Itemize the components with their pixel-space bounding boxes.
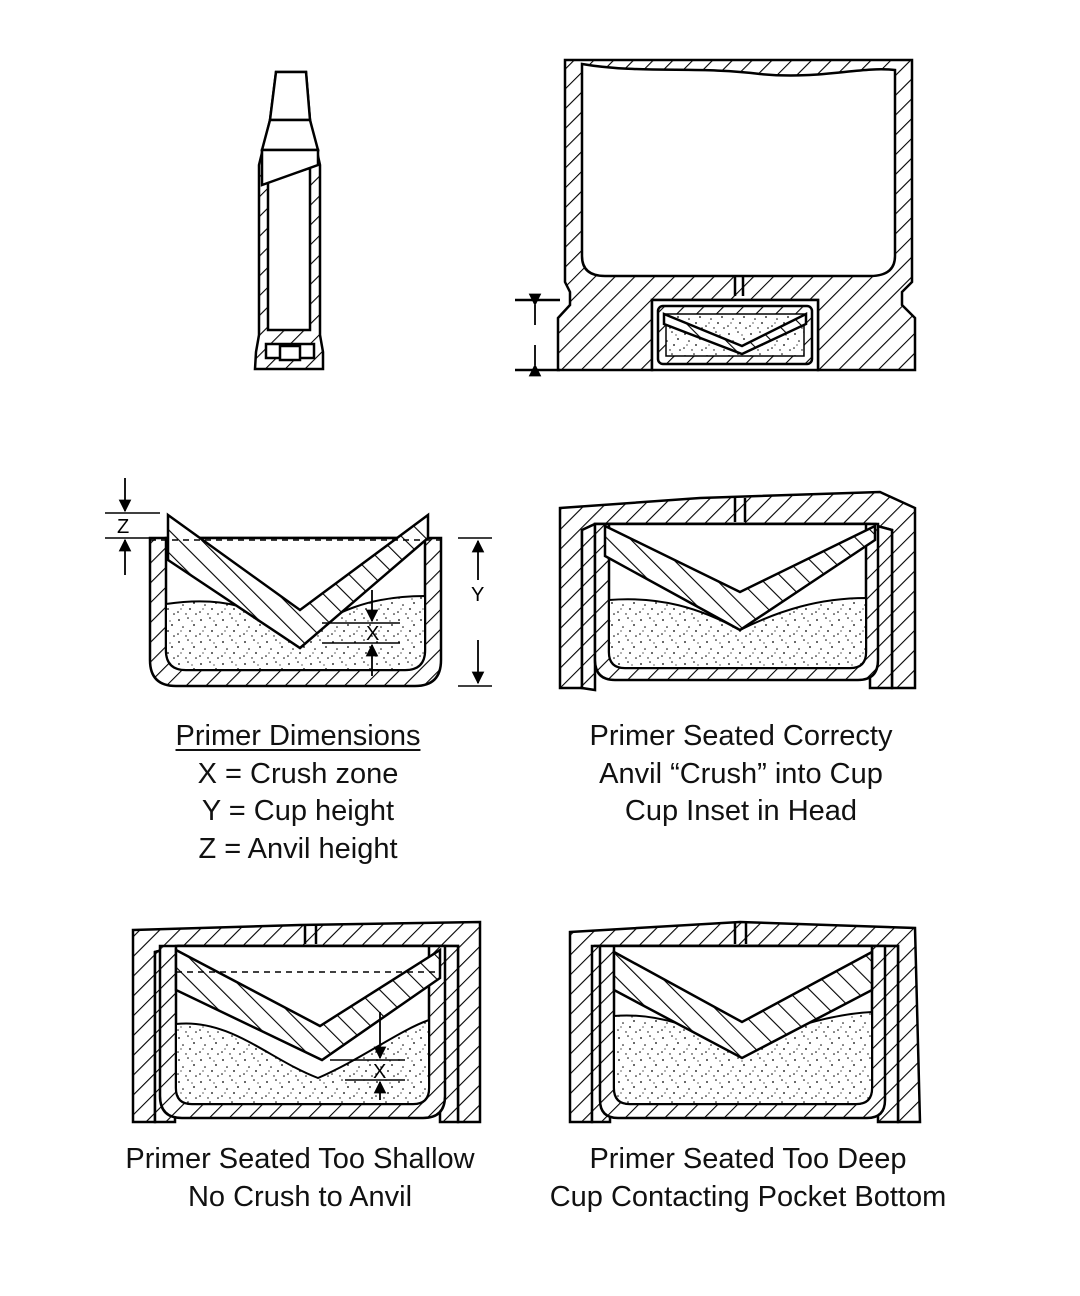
caption-line: Cup Inset in Head — [624, 795, 858, 827]
caption-line: Primer Seated Too Shallow — [125, 1143, 475, 1175]
case-head-section-drawing — [515, 58, 917, 377]
caption-line: Z = Anvil height — [198, 832, 398, 865]
dimension-x-label-shallow: X — [373, 1061, 386, 1083]
caption-seated-correctly: Primer Seated Correcty Anvil “Crush” int… — [560, 718, 922, 831]
caption-line: Primer Seated Correcty — [589, 720, 893, 752]
cartridge-case-drawing — [253, 70, 325, 371]
dimension-x-label: X — [366, 623, 379, 645]
seated-too-deep-drawing — [568, 920, 922, 1124]
primer-dimensions-drawing — [105, 478, 492, 688]
caption-line: X = Crush zone — [197, 757, 399, 790]
caption-too-deep: Primer Seated Too Deep Cup Contacting Po… — [520, 1141, 976, 1216]
caption-too-shallow: Primer Seated Too Shallow No Crush to An… — [100, 1141, 500, 1216]
caption-line: Primer Seated Too Deep — [589, 1143, 907, 1175]
caption-line: Y = Cup height — [201, 795, 395, 827]
seated-too-shallow-drawing — [131, 920, 482, 1124]
caption-line: Anvil “Crush” into Cup — [599, 757, 883, 790]
seated-correctly-drawing — [558, 490, 917, 692]
caption-title: Primer Dimensions — [175, 720, 421, 752]
dimension-y-label: Y — [471, 584, 484, 606]
dimension-z-label: Z — [117, 516, 129, 538]
caption-line: No Crush to Anvil — [187, 1180, 413, 1213]
caption-primer-dimensions: Primer Dimensions X = Crush zone Y = Cup… — [148, 718, 448, 868]
caption-line: Cup Contacting Pocket Bottom — [549, 1180, 947, 1213]
